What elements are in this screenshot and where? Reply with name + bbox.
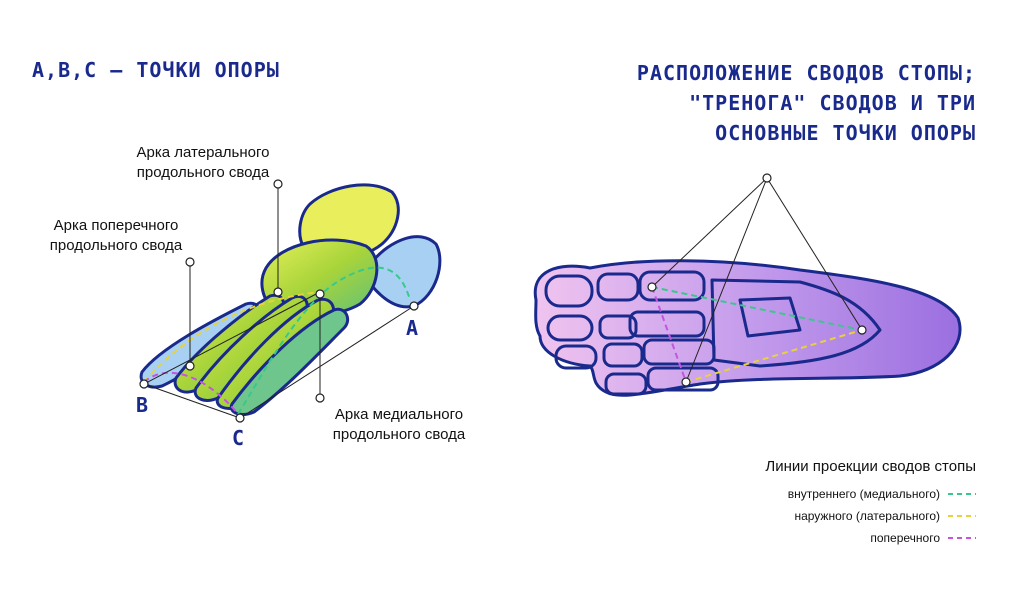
title-arches: Расположение сводов стопы; "тренога" сво… — [637, 58, 976, 148]
legend-item-lateral: наружного (латерального) — [765, 505, 976, 527]
left-foot-metatarsal-4 — [229, 307, 350, 416]
point-label-a: A — [406, 316, 419, 340]
callout-transverse-arch: Арка поперечного продольного свода — [49, 217, 183, 254]
legend-swatch-lateral — [948, 515, 976, 517]
right-foot — [533, 173, 962, 397]
legend-item-medial: внутреннего (медиального) — [765, 483, 976, 505]
legend-item-label: поперечного — [870, 531, 940, 545]
legend-swatch-transverse — [948, 537, 976, 539]
left-foot — [139, 179, 442, 423]
left-foot-heel — [370, 235, 442, 309]
callout-medial-arch: Арка медиального продольного свода — [332, 406, 466, 443]
title-arches-line-1: Расположение сводов стопы; — [636, 61, 976, 85]
legend-item-transverse: поперечного — [765, 527, 976, 549]
legend-item-label: внутреннего (медиального) — [787, 487, 940, 501]
legend-item-label: наружного (латерального) — [794, 509, 940, 523]
legend: Линии проекции сводов стопы внутреннего … — [765, 458, 976, 549]
legend-swatch-medial — [948, 493, 976, 495]
point-label-c: C — [232, 426, 245, 450]
title-support-points: A,B,C – точки опоры — [32, 58, 280, 82]
legend-title: Линии проекции сводов стопы — [765, 458, 976, 475]
title-arches-line-3: основные точки опоры — [715, 121, 976, 145]
title-arches-line-2: "тренога" сводов и три — [689, 91, 976, 115]
callout-lateral-arch: Арка латерального продольного свода — [136, 144, 270, 181]
point-label-b: B — [136, 393, 149, 417]
